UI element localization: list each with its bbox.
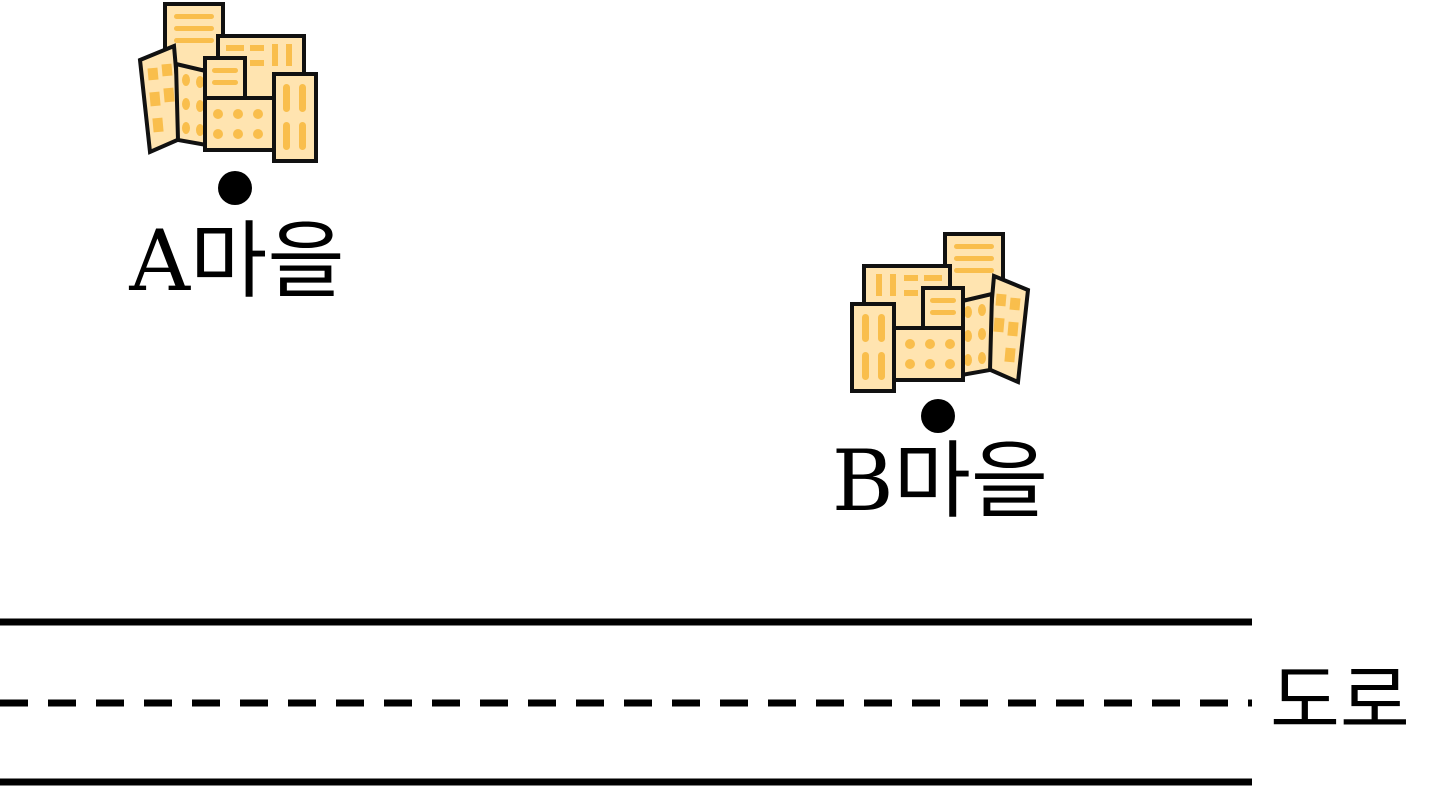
village-a-label: A마을 (128, 212, 344, 310)
village-a: A마을 (128, 2, 345, 310)
village-b: B마을 (832, 232, 1048, 530)
village-b-label: B마을 (832, 432, 1048, 530)
road: 도로 (0, 618, 1410, 786)
location-dot-icon (921, 399, 955, 433)
road-label: 도로 (1270, 656, 1410, 745)
city-buildings-icon (850, 232, 1030, 393)
city-buildings-icon (138, 2, 318, 163)
location-dot-icon (218, 171, 252, 205)
